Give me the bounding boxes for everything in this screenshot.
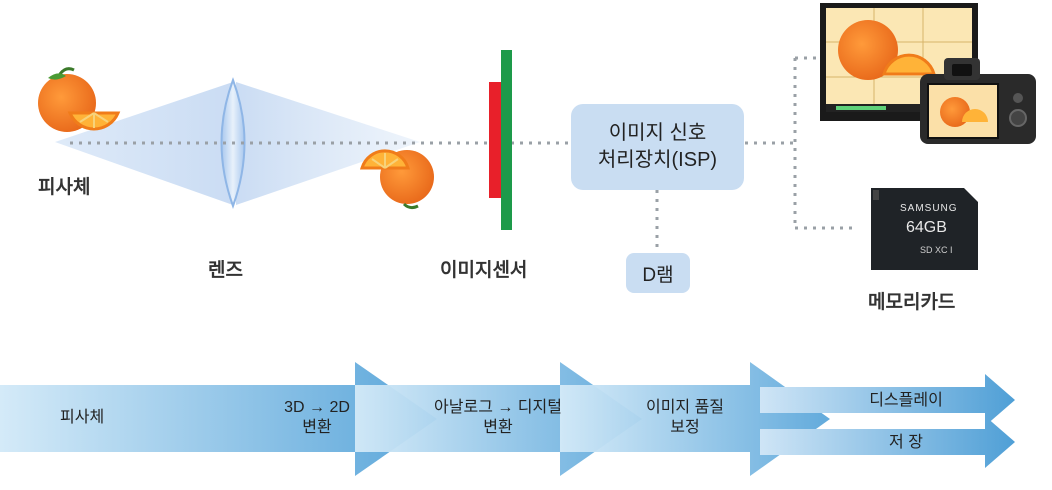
isp-label-line1: 이미지 신호 bbox=[608, 122, 707, 144]
memory-card-label: 메모리카드 bbox=[868, 292, 956, 313]
flow-step-3d-2d-line1: 3D → 2D bbox=[284, 399, 350, 416]
isp-box: 이미지 신호 처리장치(ISP) bbox=[571, 104, 744, 190]
flow-step-3d-2d: 3D → 2D 변환 bbox=[262, 398, 372, 438]
image-sensor-label: 이미지센서 bbox=[440, 260, 528, 281]
flow-arrow-storage bbox=[760, 416, 1015, 468]
memory-card-brand: SAMSUNG bbox=[900, 203, 958, 214]
image-sensor-green-layer bbox=[501, 50, 512, 230]
flow-step-quality-line2: 보정 bbox=[670, 419, 700, 436]
light-beam-right bbox=[236, 82, 420, 205]
flow-output-storage: 저 장 bbox=[889, 434, 923, 451]
flow-arrow-display bbox=[760, 374, 1015, 426]
dram-label: D램 bbox=[642, 264, 674, 286]
flow-step-adc-line2: 변환 bbox=[483, 419, 513, 436]
flow-arrow-1 bbox=[0, 362, 437, 476]
flow-step-subject: 피사체 bbox=[60, 409, 105, 426]
isp-label-line2: 처리장치(ISP) bbox=[597, 149, 718, 171]
memory-card-capacity: 64GB bbox=[906, 219, 947, 236]
flow-output-display: 디스플레이 bbox=[869, 392, 943, 409]
image-sensor-red-layer bbox=[489, 82, 501, 198]
flow-step-quality: 이미지 품질 보정 bbox=[625, 398, 745, 438]
flow-step-3d-2d-line2: 변환 bbox=[302, 419, 332, 436]
subject-label: 피사체 bbox=[38, 177, 91, 198]
flow-step-adc: 아날로그 → 디지털 변환 bbox=[418, 398, 578, 438]
subject-orange-icon bbox=[38, 67, 121, 132]
flow-step-quality-line1: 이미지 품질 bbox=[645, 399, 725, 416]
memory-card-icon bbox=[871, 188, 978, 270]
lens-label: 렌즈 bbox=[208, 260, 243, 281]
flow-step-adc-line1: 아날로그 → 디지털 bbox=[434, 399, 562, 416]
dram-box: D램 bbox=[626, 253, 690, 293]
memory-card-badge: SD XC I bbox=[920, 245, 953, 255]
inverted-image-orange-icon bbox=[359, 149, 434, 210]
camera-icon bbox=[920, 58, 1036, 144]
